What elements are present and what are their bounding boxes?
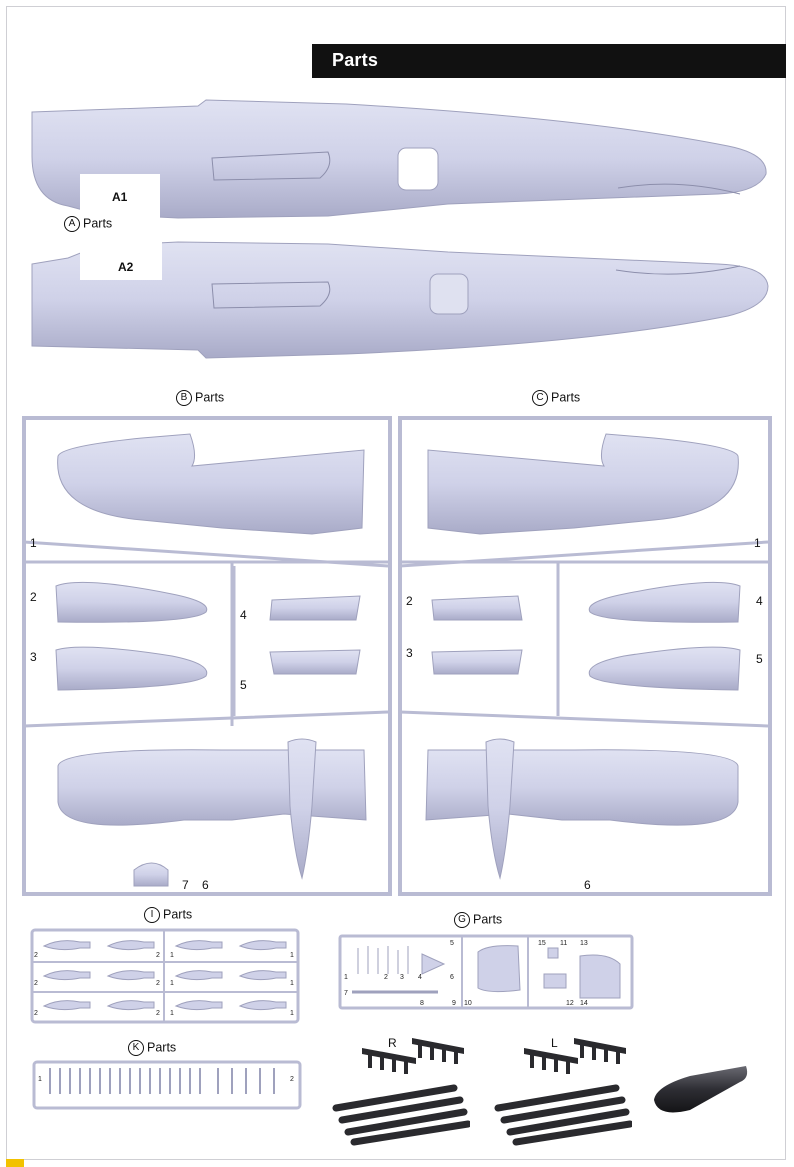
group-word-k: Parts — [147, 1040, 177, 1055]
sprue-i-num-1: 2 — [34, 952, 38, 959]
sprue-g-num-14: 14 — [580, 1000, 588, 1007]
sprue-i-num-7: 2 — [156, 952, 160, 959]
sprue-g-num-5: 5 — [450, 940, 454, 947]
sprue-i-num-11: 1 — [170, 980, 174, 987]
fuselage-a1 — [31, 99, 767, 219]
rocket-label-l: L — [551, 1036, 558, 1050]
sprue-g-num-12: 12 — [566, 1000, 574, 1007]
sprue-b-num-6: 6 — [202, 878, 209, 892]
sprue-b-num-1: 1 — [30, 536, 37, 550]
sprue-i-frame — [30, 928, 300, 1024]
sprue-i-num-10: 1 — [170, 952, 174, 959]
sprue-c-num-6: 6 — [584, 878, 591, 892]
sprue-i-num-12: 1 — [170, 1010, 174, 1017]
circled-letter-a: A — [64, 216, 80, 232]
fuselage-a2 — [31, 240, 769, 359]
sprue-c-num-4: 4 — [756, 594, 763, 608]
sprue-i-num-4: 1 — [290, 952, 294, 959]
sprue-c-num-3: 3 — [406, 646, 413, 660]
sprue-c-num-1: 1 — [754, 536, 761, 550]
sprue-g-num-10: 10 — [464, 1000, 472, 1007]
rockets-r — [332, 1084, 470, 1146]
sprue-b-num-3: 3 — [30, 650, 37, 664]
sprue-i-num-8: 2 — [156, 980, 160, 987]
sprue-i-num-2: 2 — [34, 980, 38, 987]
sprue-g-num-11: 11 — [560, 940, 568, 947]
sprue-g-num-7: 7 — [344, 990, 348, 997]
group-word-b: Parts — [195, 390, 225, 405]
group-word-i: Parts — [163, 907, 193, 922]
sprue-b-num-5: 5 — [240, 678, 247, 692]
group-word-a: Parts — [83, 216, 113, 231]
header-bar: Parts — [312, 44, 786, 78]
sprue-g-num-9: 9 — [452, 1000, 456, 1007]
sprue-i-num-6: 1 — [290, 1010, 294, 1017]
circled-letter-g: G — [454, 912, 470, 928]
sprue-b-num-7: 7 — [182, 878, 189, 892]
sprue-g-num-4: 4 — [418, 974, 422, 981]
sprue-k-num-2: 2 — [290, 1076, 294, 1083]
sprue-k-frame — [32, 1060, 302, 1110]
sprue-g-num-2: 2 — [384, 974, 388, 981]
circled-letter-k: K — [128, 1040, 144, 1056]
page-corner-mark — [6, 1159, 24, 1167]
circled-letter-c: C — [532, 390, 548, 406]
rockets-l — [494, 1084, 632, 1146]
sprue-g-num-6: 6 — [450, 974, 454, 981]
sprue-g-frame — [338, 934, 634, 1010]
rocket-rails-l — [524, 1038, 626, 1074]
sprue-i-num-9: 2 — [156, 1010, 160, 1017]
sprue-k-num-1: 1 — [38, 1076, 42, 1083]
label-a1: A1 — [112, 190, 128, 204]
sprue-g-num-8: 8 — [420, 1000, 424, 1007]
rocket-rails-r — [362, 1038, 464, 1074]
sprue-i-num-5: 1 — [290, 980, 294, 987]
sprue-g-num-3: 3 — [400, 974, 404, 981]
sprue-g-num-1: 1 — [344, 974, 348, 981]
sprue-g-num-15: 15 — [538, 940, 546, 947]
sprue-c-frame — [398, 416, 772, 896]
drop-tank — [654, 1066, 748, 1113]
sprue-b-num-2: 2 — [30, 590, 37, 604]
group-word-c: Parts — [551, 390, 581, 405]
circled-letter-b: B — [176, 390, 192, 406]
sprue-b-num-4: 4 — [240, 608, 247, 622]
circled-letter-i: I — [144, 907, 160, 923]
page-frame — [6, 6, 786, 1160]
sprue-b-frame — [22, 416, 392, 896]
rocket-label-r: R — [388, 1036, 397, 1050]
sprue-c-num-2: 2 — [406, 594, 413, 608]
group-word-g: Parts — [473, 912, 503, 927]
sprue-i-num-3: 2 — [34, 1010, 38, 1017]
label-a2: A2 — [118, 260, 134, 274]
sprue-g-num-13: 13 — [580, 940, 588, 947]
page-title: Parts — [332, 50, 379, 70]
sprue-c-num-5: 5 — [756, 652, 763, 666]
